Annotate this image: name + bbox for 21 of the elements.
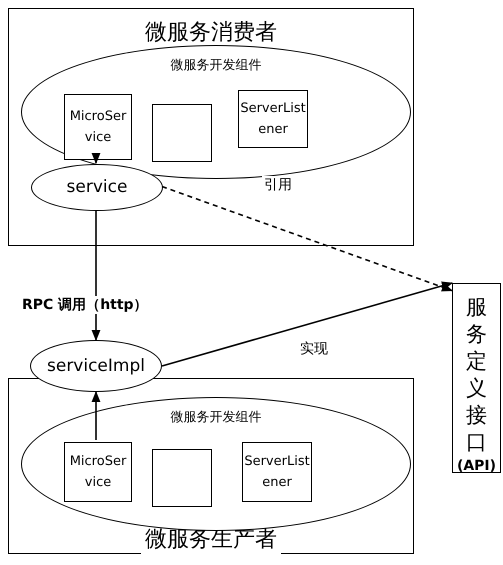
edge-label: 实现 — [298, 340, 330, 358]
module-box: ServerList ener — [238, 90, 308, 148]
group-label: 微服务开发组件 — [170, 57, 262, 74]
group-label: 微服务开发组件 — [170, 409, 262, 426]
panel-title: 微服务消费者 — [145, 19, 277, 47]
service-ellipse: serviceImpl — [30, 340, 162, 392]
panel-frame — [8, 8, 414, 246]
arrow — [162, 186, 454, 292]
service-ellipse: service — [31, 164, 163, 211]
arrow — [162, 281, 454, 367]
module-box: MicroSer vice — [64, 94, 132, 160]
api-label: (API) — [456, 458, 496, 474]
module-box: ServerList ener — [242, 442, 312, 502]
panel-frame — [8, 378, 414, 554]
arrow — [92, 390, 100, 440]
interface-box — [452, 283, 501, 473]
arrow — [92, 152, 100, 164]
vertical-title: 服务定义接口 — [466, 294, 488, 456]
empty-box — [152, 104, 212, 162]
module-box: MicroSer vice — [64, 442, 132, 502]
empty-box — [152, 449, 212, 507]
